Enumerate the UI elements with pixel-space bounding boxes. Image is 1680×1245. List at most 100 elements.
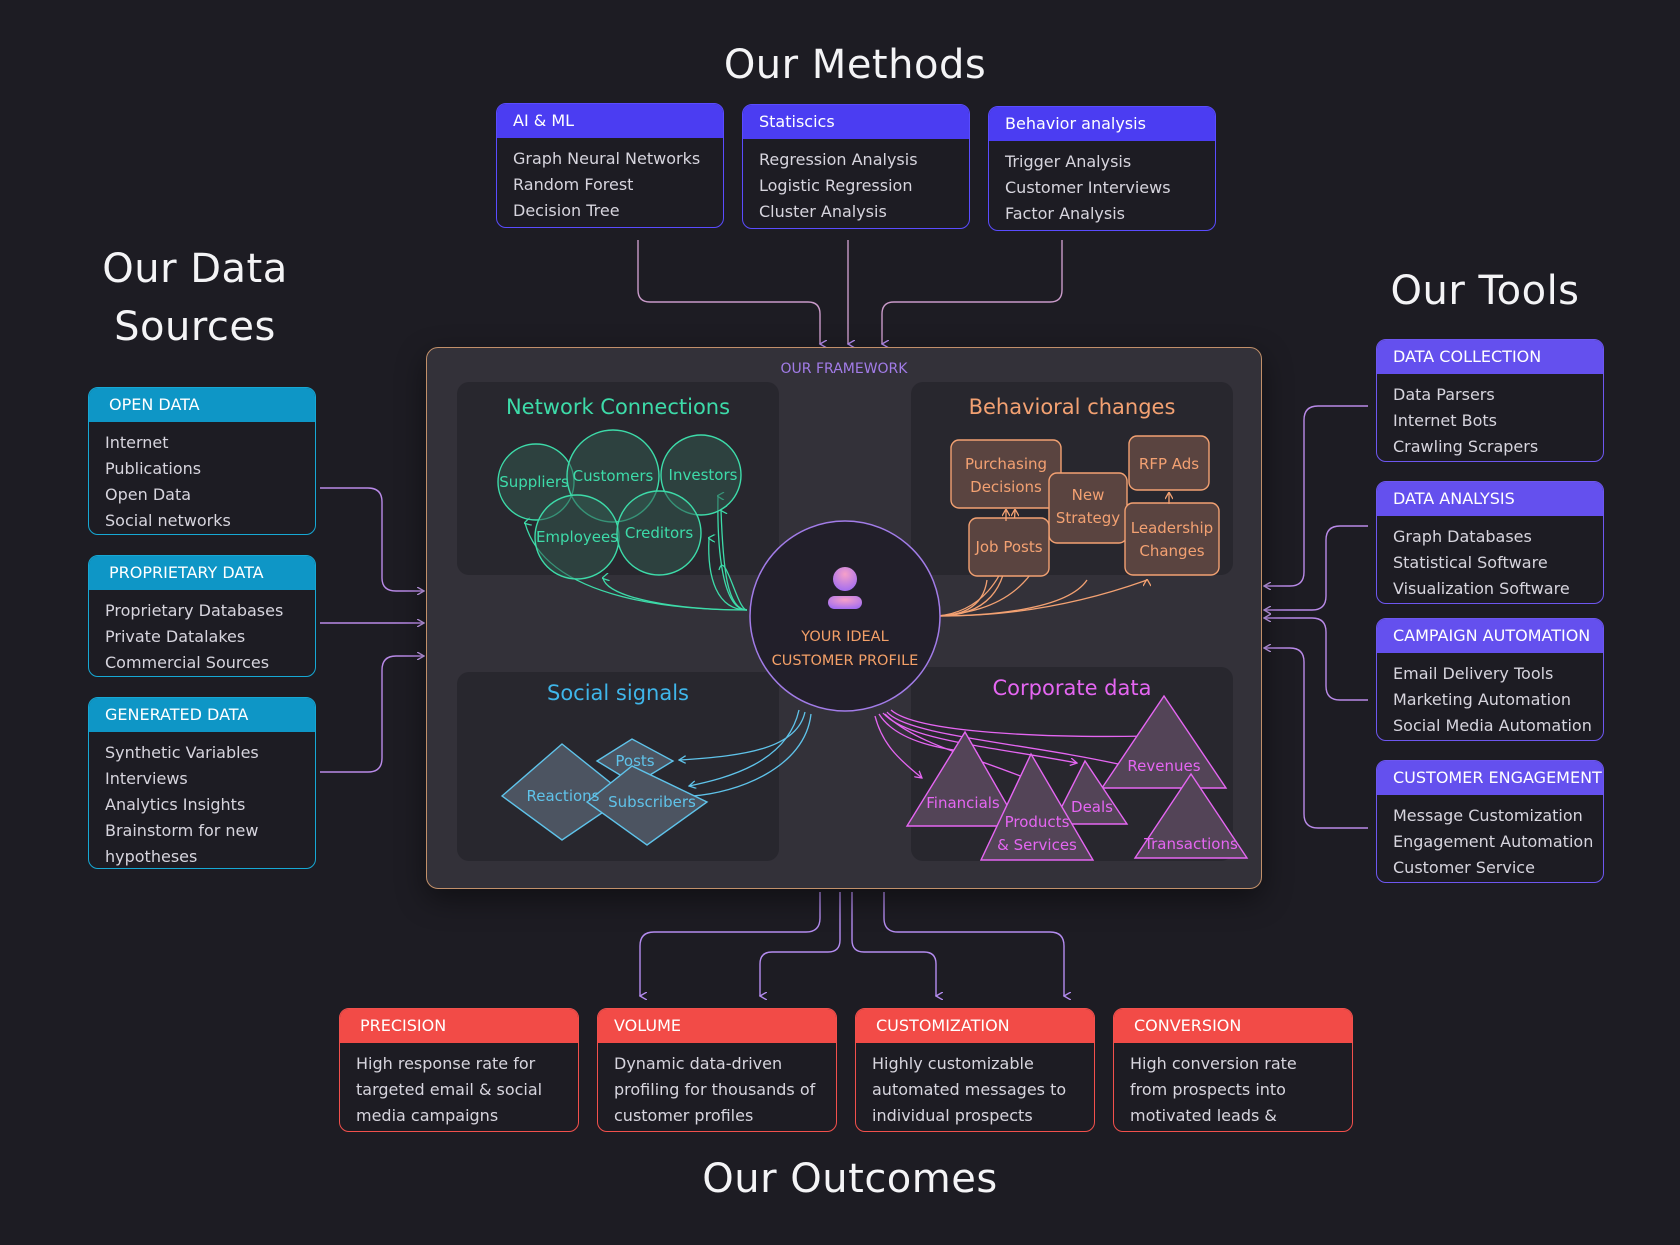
node-label-rfp: RFP Ads [1139, 455, 1199, 473]
social-connectors [679, 709, 812, 797]
corporate-connectors [874, 709, 1149, 785]
node-label-purchasing-1: Purchasing [965, 455, 1047, 473]
ideal-customer-profile: YOUR IDEAL CUSTOMER PROFILE [749, 520, 941, 712]
card-item: Commercial Sources [105, 653, 270, 672]
node-label-products-1: Products [1005, 813, 1070, 831]
tool-card-data-analysis: DATA ANALYSIS Graph Databases Statistica… [1376, 481, 1604, 604]
panel-title-corporate: Corporate data [992, 676, 1152, 700]
node-label-reactions: Reactions [527, 787, 600, 805]
method-card-statistics: Statiscics Regression Analysis Logistic … [742, 104, 970, 229]
tool-connector-analysis [1264, 525, 1368, 610]
source-card-generated-data: GENERATED DATA Synthetic Variables Inter… [88, 697, 316, 869]
center-label-line2: CUSTOMER PROFILE [772, 653, 919, 669]
card-title: PROPRIETARY DATA [89, 556, 315, 590]
card-item: Statistical Software [1393, 553, 1548, 572]
framework-label: OUR FRAMEWORK [780, 361, 908, 377]
card-text: Highly customizable automated messages t… [872, 1054, 1067, 1125]
outcome-card-volume: VOLUME Dynamic data-driven profiling for… [597, 1008, 837, 1132]
card-item: Synthetic Variables [105, 743, 259, 762]
heading-data-sources: Our Data Sources [102, 246, 288, 350]
node-label-new-2: Strategy [1056, 509, 1120, 527]
node-label-employees: Employees [536, 528, 618, 546]
source-connector-open [320, 487, 424, 591]
panel-title-social: Social signals [547, 681, 689, 705]
outcome-card-customization: CUSTOMIZATION Highly customizable automa… [855, 1008, 1095, 1132]
card-item: Random Forest [513, 175, 634, 194]
card-text: High response rate for targeted email & … [356, 1054, 543, 1125]
card-title: CUSTOMIZATION [856, 1009, 1094, 1043]
tool-card-customer-engagement: CUSTOMER ENGAGEMENT Message Customizatio… [1376, 760, 1604, 883]
card-title: DATA COLLECTION [1377, 340, 1603, 374]
heading-methods: Our Methods [723, 42, 987, 88]
node-subscribers [585, 765, 709, 846]
node-label-deals: Deals [1071, 798, 1113, 816]
node-products-services [979, 752, 1095, 861]
node-transactions [1133, 772, 1249, 859]
card-item: Marketing Automation [1393, 690, 1572, 709]
method-connector-behavior [882, 240, 1063, 344]
corporate-nodes [905, 694, 1249, 861]
card-title: Statiscics [743, 105, 969, 139]
node-label-customers: Customers [573, 467, 654, 485]
card-title: GENERATED DATA [89, 698, 315, 732]
tool-connector-campaign [1264, 618, 1368, 701]
card-item: hypotheses [105, 847, 198, 866]
node-label-suppliers: Suppliers [499, 473, 569, 491]
node-deals [1051, 759, 1129, 825]
source-connector-generated [320, 656, 424, 773]
network-connectors [525, 496, 748, 611]
framework-graph: Suppliers Customers Investors Employees … [497, 429, 1249, 861]
card-item: Analytics Insights [105, 795, 246, 814]
card-item: Data Parsers [1393, 385, 1495, 404]
node-investors [660, 434, 742, 516]
card-title: OPEN DATA [89, 388, 315, 422]
card-item: Visualization Software [1393, 579, 1570, 598]
node-label-transactions: Transactions [1143, 835, 1238, 853]
center-label-line1: YOUR IDEAL [800, 629, 888, 645]
node-label-revenues: Revenues [1127, 757, 1200, 775]
card-item: Brainstorm for new [105, 821, 259, 840]
node-label-products-2: & Services [997, 836, 1077, 854]
node-rfp-ads [1128, 435, 1210, 491]
outcome-connector-conversion [883, 892, 1064, 996]
method-card-ai-ml: AI & ML Graph Neural Networks Random For… [496, 103, 724, 228]
method-connector-ai [637, 240, 820, 344]
card-item: Email Delivery Tools [1393, 664, 1554, 683]
card-text: Dynamic data-driven profiling for thousa… [614, 1054, 816, 1125]
source-card-proprietary-data: PROPRIETARY DATA Proprietary Databases P… [88, 555, 316, 677]
node-financials [905, 730, 1021, 827]
node-label-financials: Financials [926, 794, 1000, 812]
card-item: Interviews [105, 769, 188, 788]
user-icon [828, 567, 862, 609]
card-item: Decision Tree [513, 201, 620, 220]
tool-card-data-collection: DATA COLLECTION Data Parsers Internet Bo… [1376, 339, 1604, 462]
card-item: Customer Interviews [1005, 178, 1171, 197]
card-item: Factor Analysis [1005, 204, 1125, 223]
node-creditors [616, 490, 702, 576]
tool-connector-collection [1264, 405, 1368, 586]
node-new-strategy [1048, 472, 1128, 544]
node-purchasing-decisions [950, 439, 1062, 509]
card-item: Publications [105, 459, 202, 478]
source-card-open-data: OPEN DATA Internet Publications Open Dat… [88, 387, 316, 535]
card-item: Crawling Scrapers [1393, 437, 1539, 456]
node-label-subscribers: Subscribers [608, 793, 696, 811]
node-job-posts [968, 517, 1050, 577]
node-revenues [1100, 694, 1228, 789]
card-title: AI & ML [497, 104, 723, 138]
method-card-behavior: Behavior analysis Trigger Analysis Custo… [988, 106, 1216, 231]
card-item: Open Data [105, 485, 192, 504]
node-label-leadership-1: Leadership [1131, 519, 1213, 537]
outcome-connector-volume [760, 892, 841, 996]
card-item: Graph Databases [1393, 527, 1532, 546]
card-title: CUSTOMER ENGAGEMENT [1377, 761, 1603, 795]
card-item: Private Datalakes [105, 627, 246, 646]
panel-title-behavioral: Behavioral changes [968, 395, 1176, 419]
card-item: Logistic Regression [759, 176, 913, 195]
node-label-posts: Posts [615, 752, 654, 770]
card-item: Social Media Automation [1393, 716, 1592, 735]
card-item: Internet [105, 433, 169, 452]
node-label-purchasing-2: Decisions [970, 478, 1042, 496]
card-item: Proprietary Databases [105, 601, 284, 620]
